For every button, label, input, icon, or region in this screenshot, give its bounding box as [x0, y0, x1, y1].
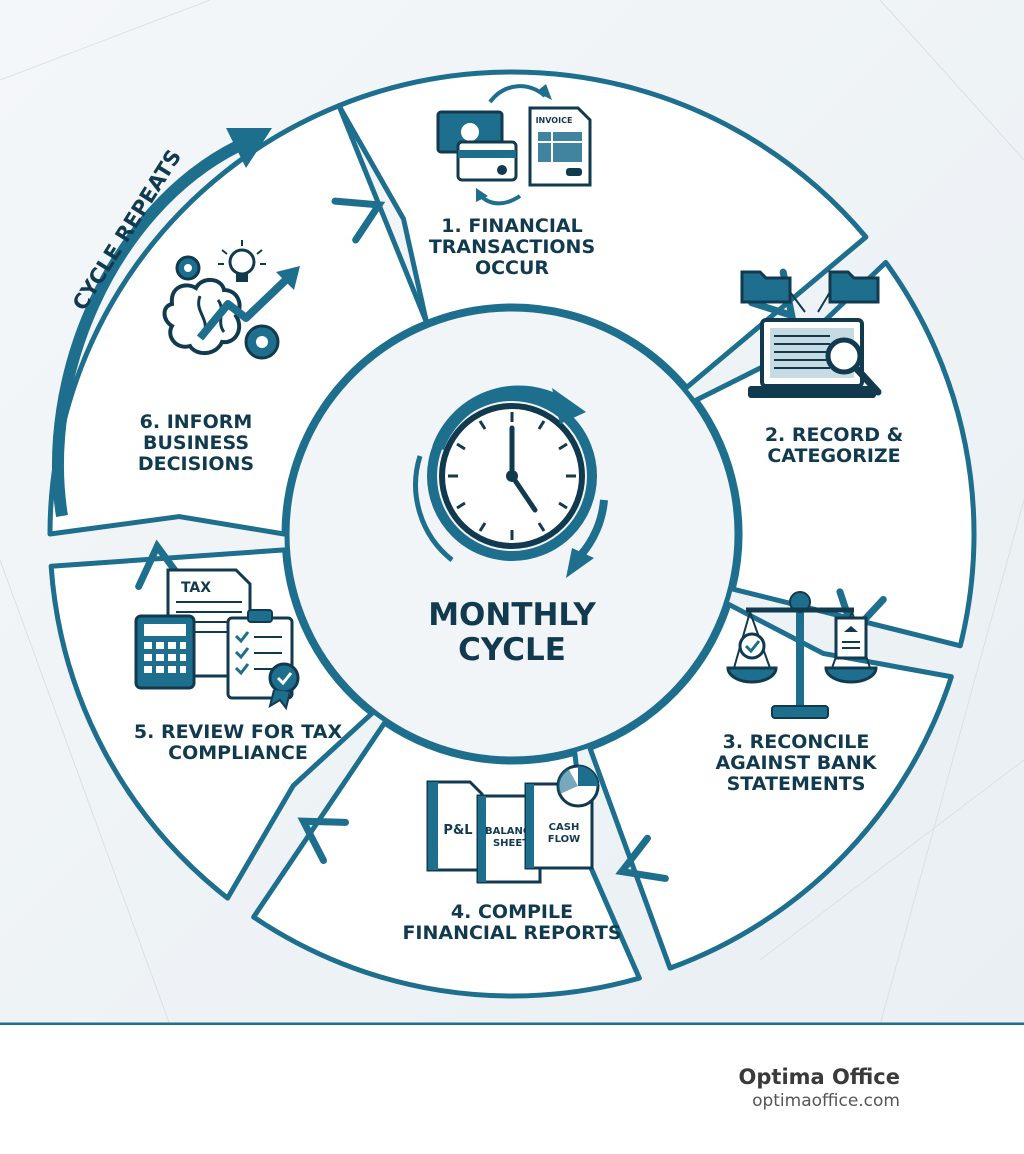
sheet-label: SHEET	[493, 838, 529, 849]
reports-documents-icon: P&L BALANCE SHEET CASH FLOW	[426, 764, 600, 884]
center-title-line1: MONTHLY	[428, 597, 596, 633]
step-3-label-line-3: STATEMENTS	[727, 773, 866, 795]
pl-label: P&L	[443, 823, 472, 838]
tax-calculator-checklist-icon: TAX	[134, 568, 300, 711]
step-3-label-line-1: 3. RECONCILE	[723, 731, 870, 753]
segment-step-3	[587, 601, 954, 971]
step-2-label-line-1: 2. RECORD &	[765, 424, 903, 446]
step-1-label-line-2: TRANSACTIONS	[429, 236, 595, 258]
center-title-line2: CYCLE	[458, 632, 566, 668]
step-6-label-line-2: BUSINESS	[143, 432, 249, 454]
step-6-label-line-3: DECISIONS	[138, 453, 254, 475]
brain-idea-growth-icon	[162, 240, 300, 360]
monthly-cycle-diagram: MONTHLY CYCLE INVOICE	[0, 0, 1024, 1025]
balance-label: BALANCE	[485, 826, 537, 837]
clock-icon	[413, 385, 608, 578]
footer: Optima Office optimaoffice.com	[0, 1025, 1024, 1154]
connector-arrow-3	[615, 834, 669, 882]
background-network-lines	[0, 0, 1024, 1025]
step-6-label-line-1: 6. INFORM	[140, 411, 253, 433]
cash-label: CASH	[549, 822, 580, 833]
step-5-label-line-2: COMPLIANCE	[168, 742, 308, 764]
connector-arrow-6	[331, 197, 386, 244]
step-4-label-line-1: 4. COMPILE	[451, 901, 573, 923]
invoice-label: INVOICE	[536, 116, 573, 125]
connector-arrow-4	[297, 817, 349, 864]
step-1-label-line-3: OCCUR	[475, 257, 549, 279]
segment-step-2	[693, 259, 977, 649]
step-2-label: 2. RECORD &CATEGORIZE	[765, 424, 903, 467]
step-1-label-line-1: 1. FINANCIAL	[441, 215, 582, 237]
step-5-label-line-1: 5. REVIEW FOR TAX	[134, 721, 343, 743]
step-2-label-line-2: CATEGORIZE	[767, 445, 900, 467]
folders-laptop-search-icon	[740, 270, 882, 398]
tax-label: TAX	[181, 580, 211, 596]
flow-label: FLOW	[548, 834, 580, 845]
balance-scale-icon	[726, 591, 878, 719]
brand-name: Optima Office	[738, 1065, 900, 1089]
step-4-label-line-2: FINANCIAL REPORTS	[402, 922, 621, 944]
brand-url[interactable]: optimaoffice.com	[752, 1091, 900, 1111]
money-invoice-exchange-icon: INVOICE	[436, 84, 592, 206]
step-3-label-line-2: AGAINST BANK	[715, 752, 877, 774]
